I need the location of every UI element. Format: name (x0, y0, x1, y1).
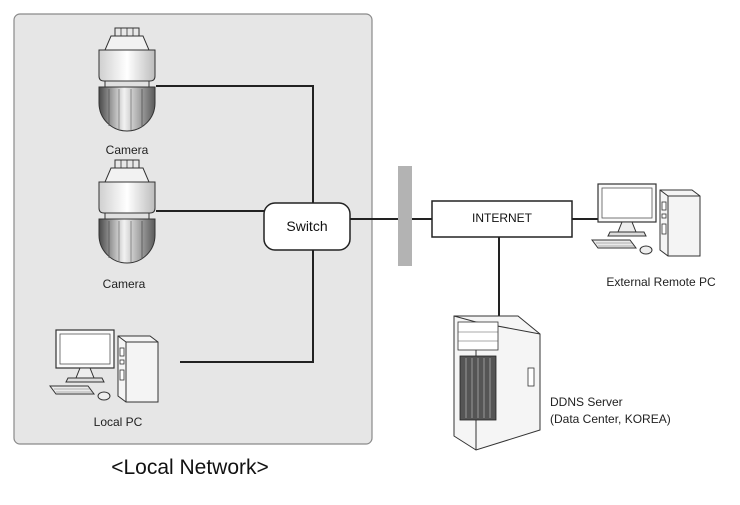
connection-lines (156, 85, 620, 363)
ddns-server-label: DDNS Server (550, 395, 623, 409)
internet-label: INTERNET (472, 211, 532, 225)
firewall-bar (398, 166, 412, 266)
camera-label: Camera (105, 143, 149, 157)
external-pc-label: External Remote PC (606, 275, 716, 289)
internet-box (431, 200, 573, 238)
local-network-title: <Local Network> (111, 456, 269, 479)
local-pc-label: Local PC (93, 415, 143, 429)
link-localpc-switch (180, 250, 314, 363)
dome-camera-icon (98, 159, 156, 264)
dome-camera-icon (98, 27, 156, 132)
link-camera1-switch (156, 85, 314, 203)
ddns-location-label: (Data Center, KOREA) (550, 412, 671, 426)
switch-box (263, 202, 351, 251)
tower-server-icon (453, 315, 541, 451)
camera-label: Camera (102, 277, 146, 291)
switch-label: Switch (286, 218, 328, 234)
desktop-pc-icon (591, 183, 701, 257)
